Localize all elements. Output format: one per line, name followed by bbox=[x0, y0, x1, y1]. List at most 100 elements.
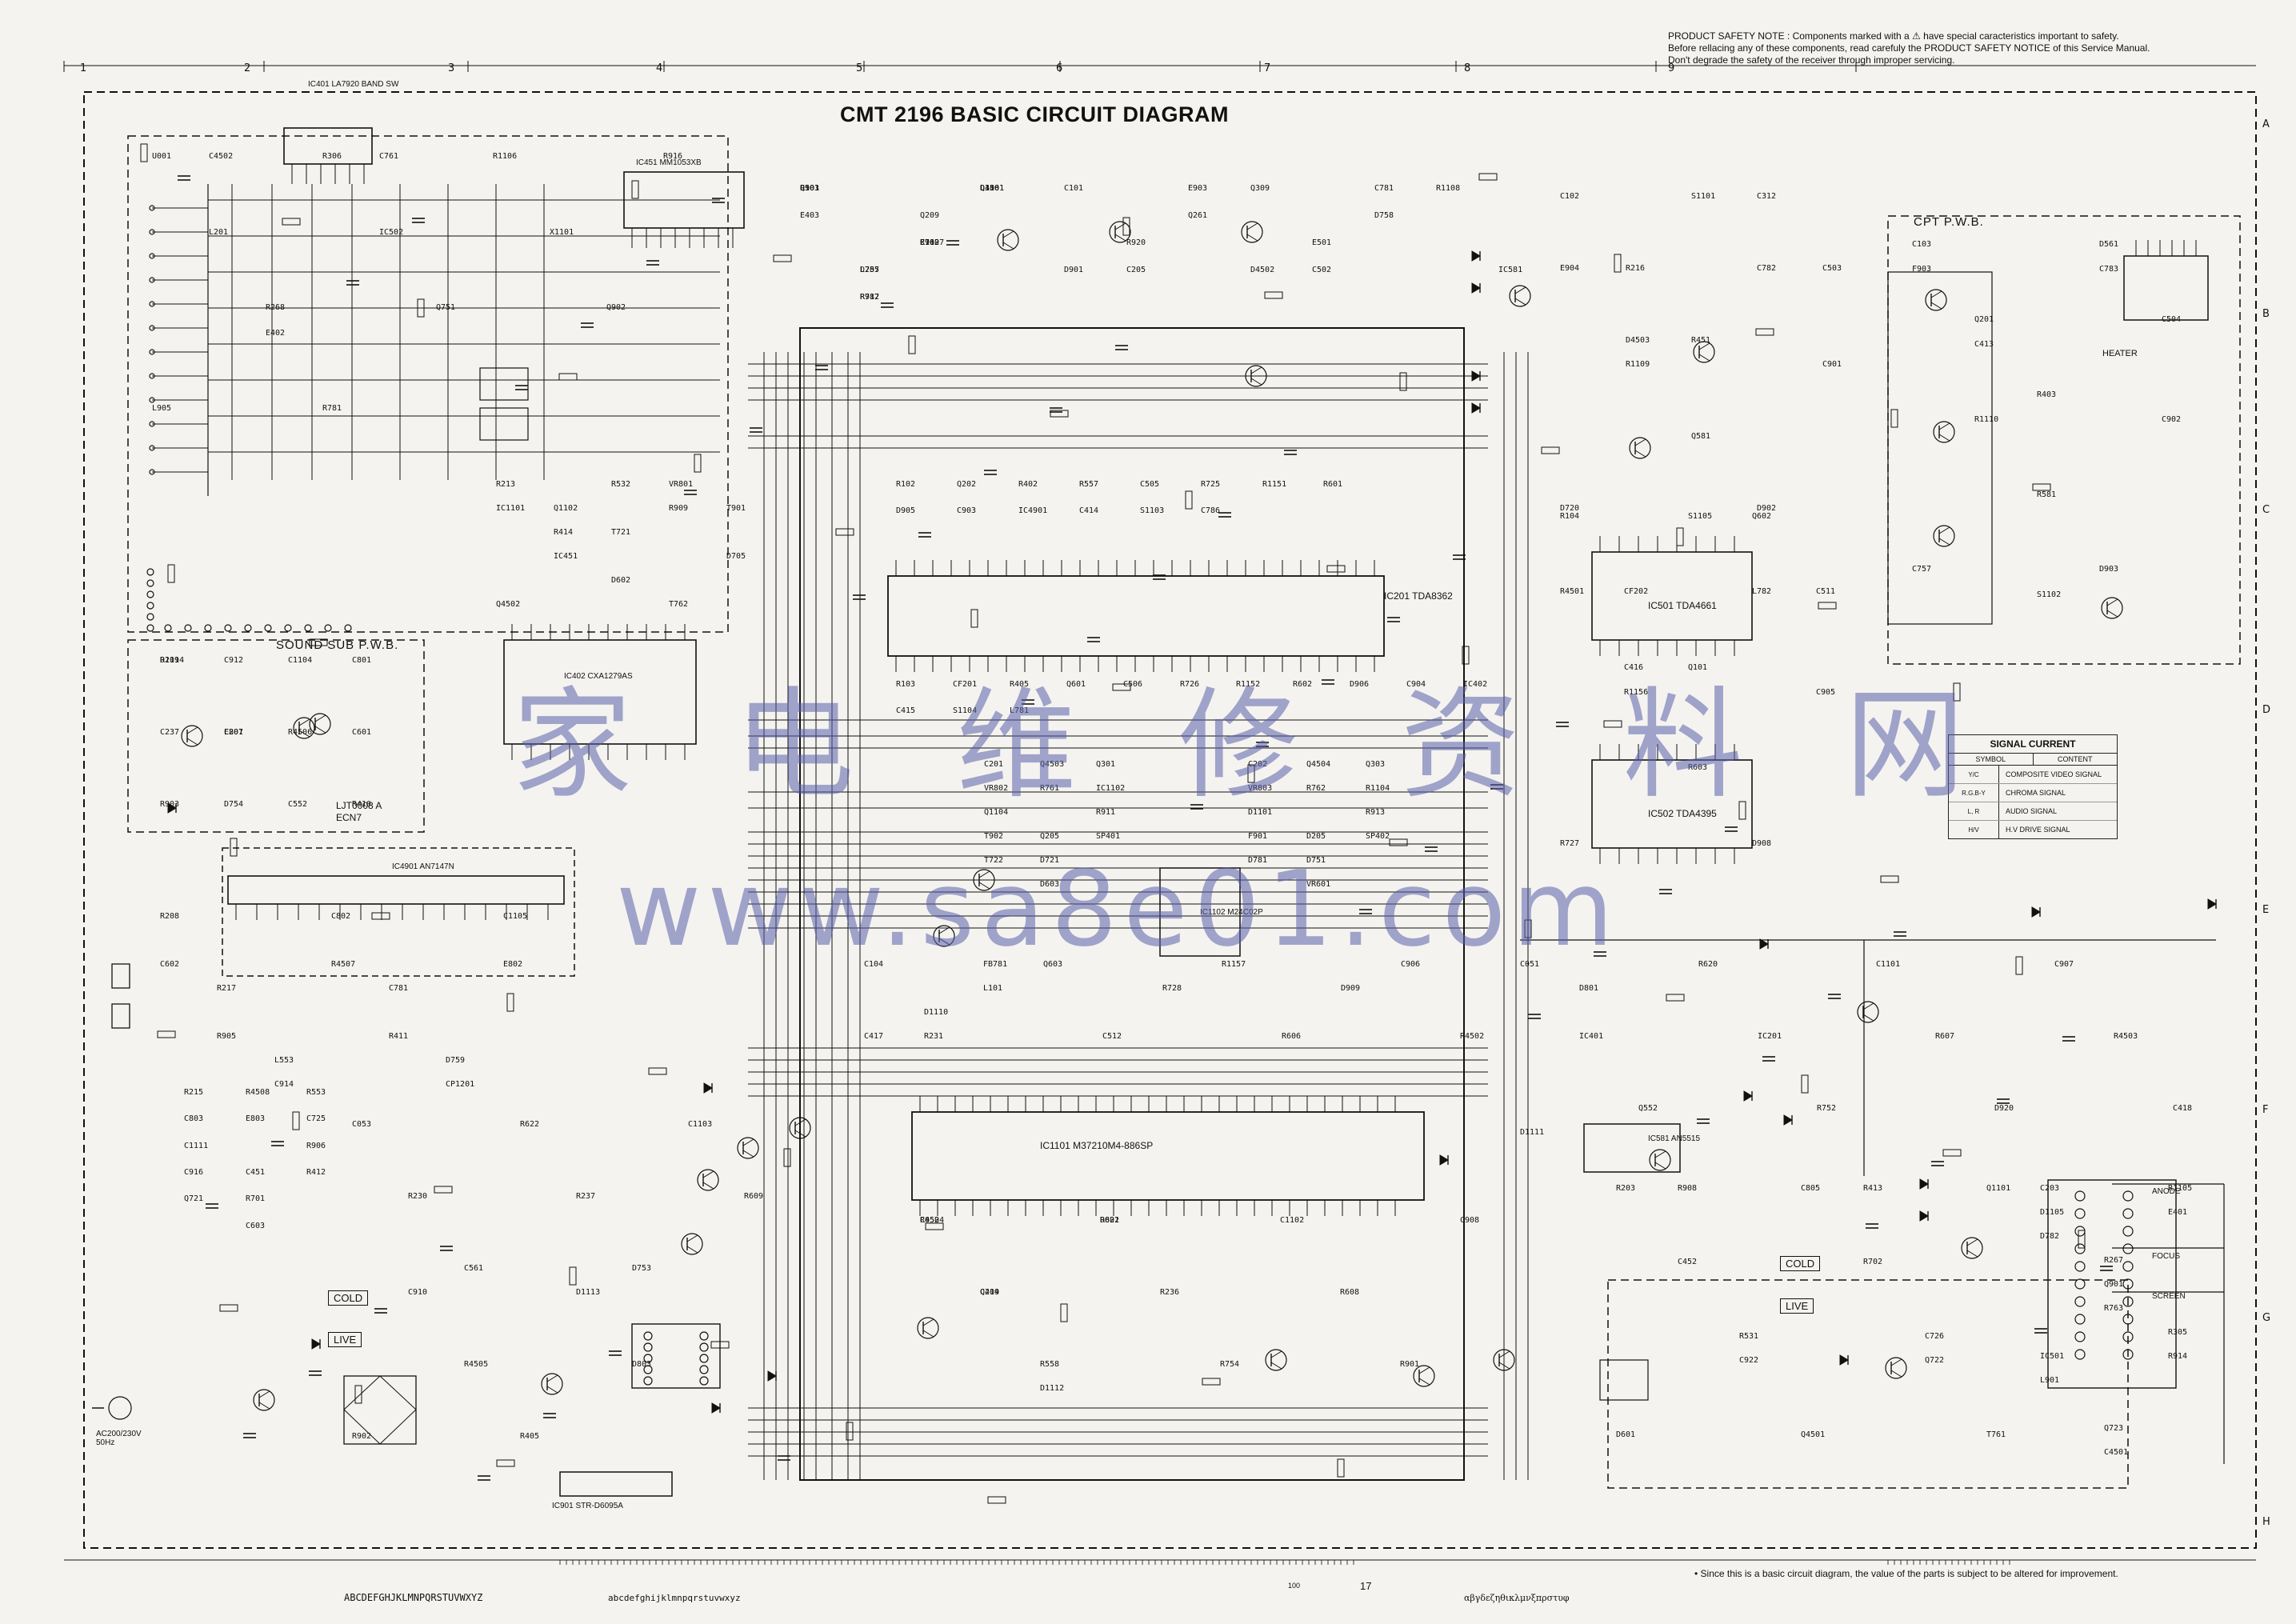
resistor bbox=[1676, 527, 1684, 546]
component-ref: Q201 bbox=[1974, 315, 1994, 324]
transistor-symbol bbox=[1493, 1349, 1515, 1371]
transistor-emitter bbox=[314, 726, 326, 734]
transistor-symbol bbox=[973, 869, 995, 891]
resistor bbox=[1953, 682, 1961, 702]
ac-input-label: AC200/230V 50Hz bbox=[96, 1430, 142, 1447]
resistor bbox=[1478, 173, 1498, 181]
component-ref: E401 bbox=[2168, 1208, 2188, 1217]
ic4901-label: IC4901 AN7147N bbox=[392, 862, 454, 871]
resistor bbox=[230, 838, 238, 857]
component-ref: Q309 bbox=[1250, 184, 1270, 193]
diode bbox=[2207, 898, 2217, 910]
component-ref: R4508 bbox=[246, 1088, 270, 1097]
component-ref: C910 bbox=[408, 1288, 428, 1297]
safety-note-line2: Before rellacing any of these components… bbox=[1668, 42, 2150, 54]
ic502-body bbox=[1591, 759, 1753, 849]
component-ref: R558 bbox=[1040, 1360, 1060, 1369]
component-ref: L901 bbox=[2040, 1376, 2060, 1385]
component-ref: S1101 bbox=[1691, 192, 1716, 201]
resistor bbox=[1524, 919, 1532, 938]
component-ref: SP401 bbox=[1096, 832, 1121, 841]
component-ref: R4504 bbox=[920, 1216, 945, 1225]
transistor-emitter bbox=[1698, 354, 1710, 362]
component-ref: Q581 bbox=[1691, 432, 1711, 441]
component-ref: R230 bbox=[408, 1192, 428, 1201]
component-ref: Q4502 bbox=[496, 600, 521, 609]
component-ref: C418 bbox=[2173, 1104, 2193, 1113]
component-ref: D205 bbox=[1306, 832, 1326, 841]
legend-col-symbol: SYMBOL bbox=[1949, 754, 2034, 765]
component-ref: C904 bbox=[1406, 680, 1426, 689]
tuner-pin bbox=[149, 445, 155, 451]
component-ref: S1103 bbox=[1140, 506, 1165, 515]
component-ref: L205 bbox=[860, 266, 880, 274]
component-ref: C203 bbox=[2040, 1184, 2060, 1193]
component-ref: D1114 bbox=[160, 656, 185, 665]
component-ref: R754 bbox=[1220, 1360, 1240, 1369]
component-ref: E801 bbox=[224, 728, 244, 737]
audio-amp-area bbox=[222, 847, 575, 977]
column-number: 1 bbox=[80, 62, 87, 74]
column-number: 7 bbox=[1264, 62, 1271, 74]
component-ref: R781 bbox=[322, 404, 342, 413]
component-ref: D1111 bbox=[1520, 1128, 1545, 1137]
component-ref: C1101 bbox=[1876, 960, 1901, 969]
component-ref: R1105 bbox=[2168, 1184, 2193, 1193]
transformer-coil bbox=[643, 1342, 653, 1352]
ic401-label: IC401 LA7920 BAND SW bbox=[308, 80, 399, 89]
connector-pin bbox=[304, 624, 312, 632]
crt-socket bbox=[2123, 255, 2209, 321]
diode bbox=[1471, 282, 1481, 294]
transistor-collector bbox=[1634, 438, 1646, 446]
resistor bbox=[1337, 1458, 1345, 1478]
component-ref: D753 bbox=[632, 1264, 652, 1273]
component-ref: Q603 bbox=[1043, 960, 1063, 969]
component-ref: R1157 bbox=[1222, 960, 1246, 969]
transistor-symbol bbox=[1509, 285, 1531, 307]
component-ref: E501 bbox=[1312, 238, 1332, 247]
footer-alphabet-upper: ABCDEFGHJKLMNPQRSTUVWXYZ bbox=[344, 1592, 483, 1603]
component-ref: D601 bbox=[1616, 1430, 1636, 1439]
transistor-symbol bbox=[309, 713, 331, 735]
fbt-coil bbox=[2074, 1296, 2086, 1307]
component-ref: C202 bbox=[1248, 760, 1268, 769]
component-ref: R702 bbox=[1863, 1258, 1883, 1266]
transistor-symbol bbox=[1629, 437, 1651, 459]
transistor-emitter bbox=[186, 738, 198, 746]
component-ref: C802 bbox=[331, 912, 351, 921]
connector-pin bbox=[146, 568, 154, 576]
transistor-emitter bbox=[1114, 234, 1126, 242]
transistor-collector bbox=[1862, 1002, 1874, 1010]
transistor-emitter bbox=[702, 1182, 714, 1190]
component-ref: D1112 bbox=[1040, 1384, 1065, 1393]
resistor bbox=[2078, 1230, 2086, 1249]
transistor-emitter bbox=[1498, 1362, 1510, 1370]
transistor-emitter bbox=[1270, 1362, 1282, 1370]
component-ref: C805 bbox=[1801, 1184, 1821, 1193]
component-ref: F903 bbox=[1912, 265, 1932, 274]
component-ref: E903 bbox=[1188, 184, 1208, 193]
component-ref: Q205 bbox=[1040, 832, 1060, 841]
ic501-label: IC501 TDA4661 bbox=[1648, 600, 1717, 611]
component-ref: D902 bbox=[1757, 504, 1777, 513]
transistor-symbol bbox=[1925, 289, 1947, 311]
ic1102-label: IC1102 M24C02P bbox=[1200, 908, 1263, 917]
ic201-body bbox=[887, 575, 1385, 657]
component-ref: R906 bbox=[306, 1142, 326, 1150]
transistor-emitter bbox=[1654, 1162, 1666, 1170]
component-ref: R916 bbox=[663, 152, 683, 161]
watermark-url: www.sa8e01.com bbox=[616, 848, 1620, 970]
component-ref: E402 bbox=[266, 329, 286, 338]
component-ref: IC4901 bbox=[1018, 506, 1048, 515]
component-ref: F901 bbox=[1248, 832, 1268, 841]
component-ref: R4502 bbox=[1460, 1032, 1485, 1041]
component-ref: R209 bbox=[160, 656, 180, 665]
tuner-pin bbox=[149, 469, 155, 475]
component-ref: R306 bbox=[322, 152, 342, 161]
component-ref: C901 bbox=[1822, 360, 1842, 369]
resistor bbox=[292, 1111, 300, 1130]
component-ref: Q303 bbox=[1366, 760, 1386, 769]
component-ref: C761 bbox=[379, 152, 399, 161]
component-ref: S1102 bbox=[2037, 590, 2062, 599]
component-ref: D906 bbox=[1350, 680, 1370, 689]
